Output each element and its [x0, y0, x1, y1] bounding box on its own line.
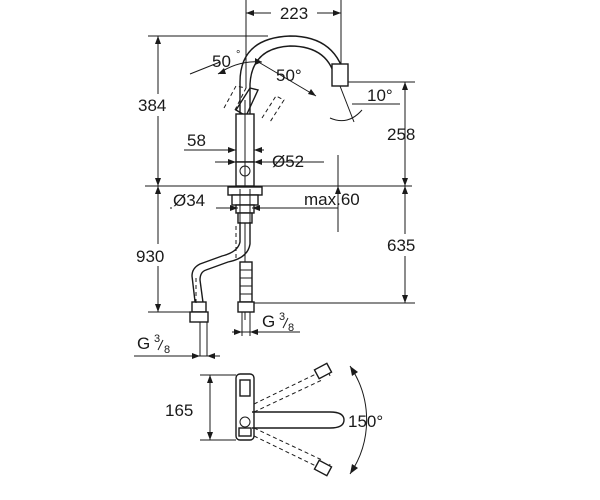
- swivel-left-label: 50: [212, 52, 231, 71]
- body-diameter-dimension: Ø52: [215, 152, 324, 171]
- deck-thickness-label: max.60: [304, 190, 360, 209]
- supply-hoses: [189, 222, 255, 356]
- plan-depth-label: 165: [165, 401, 193, 420]
- faucet-plan-view: [235, 362, 368, 477]
- lever-offset-dimension: 58: [184, 118, 264, 160]
- deck-thickness-dimension: max.60: [262, 186, 360, 209]
- rotation-angle-label: 150°: [348, 412, 383, 431]
- swivel-right-label: 50°: [276, 66, 302, 85]
- hose-right-label: 635: [387, 236, 415, 255]
- swivel-angle-left: 50 °: [189, 49, 263, 75]
- reach-dimension: 223: [245, 0, 342, 88]
- connection-left-base: G: [137, 334, 150, 353]
- connection-left-thread: G 3 8: [134, 333, 220, 359]
- connection-left-denominator: 8: [164, 344, 170, 356]
- body-diameter-label: Ø52: [272, 152, 304, 171]
- spout-height-label: 258: [387, 125, 415, 144]
- mounting-assembly: [227, 186, 263, 224]
- connection-right-base: G: [262, 312, 275, 331]
- hose-length-left-dimension: 930: [136, 186, 190, 313]
- thread-diameter-dimension: Ø34: [170, 191, 262, 211]
- spout-height-dimension: 258: [348, 81, 415, 186]
- hose-left-label: 930: [136, 247, 164, 266]
- reach-label: 223: [280, 4, 308, 23]
- total-height-dimension: 384: [138, 35, 268, 186]
- degree-mark: °: [236, 49, 240, 61]
- faucet-front-view: [223, 35, 349, 320]
- connection-right-numerator: 3: [279, 311, 285, 323]
- connection-left-numerator: 3: [154, 333, 160, 345]
- total-height-label: 384: [138, 96, 166, 115]
- spout-tilt-label: 10°: [367, 86, 393, 105]
- thread-diameter-label: Ø34: [173, 191, 205, 210]
- swivel-angle-right: 50°: [254, 59, 317, 97]
- plan-depth-dimension: 165: [165, 374, 236, 441]
- lever-offset-label: 58: [187, 131, 206, 150]
- hose-length-right-dimension: 635: [254, 186, 426, 304]
- connection-right-denominator: 8: [288, 322, 294, 334]
- connection-right-thread: G 3 8: [232, 311, 300, 335]
- spout-tilt-angle: 10°: [329, 85, 400, 123]
